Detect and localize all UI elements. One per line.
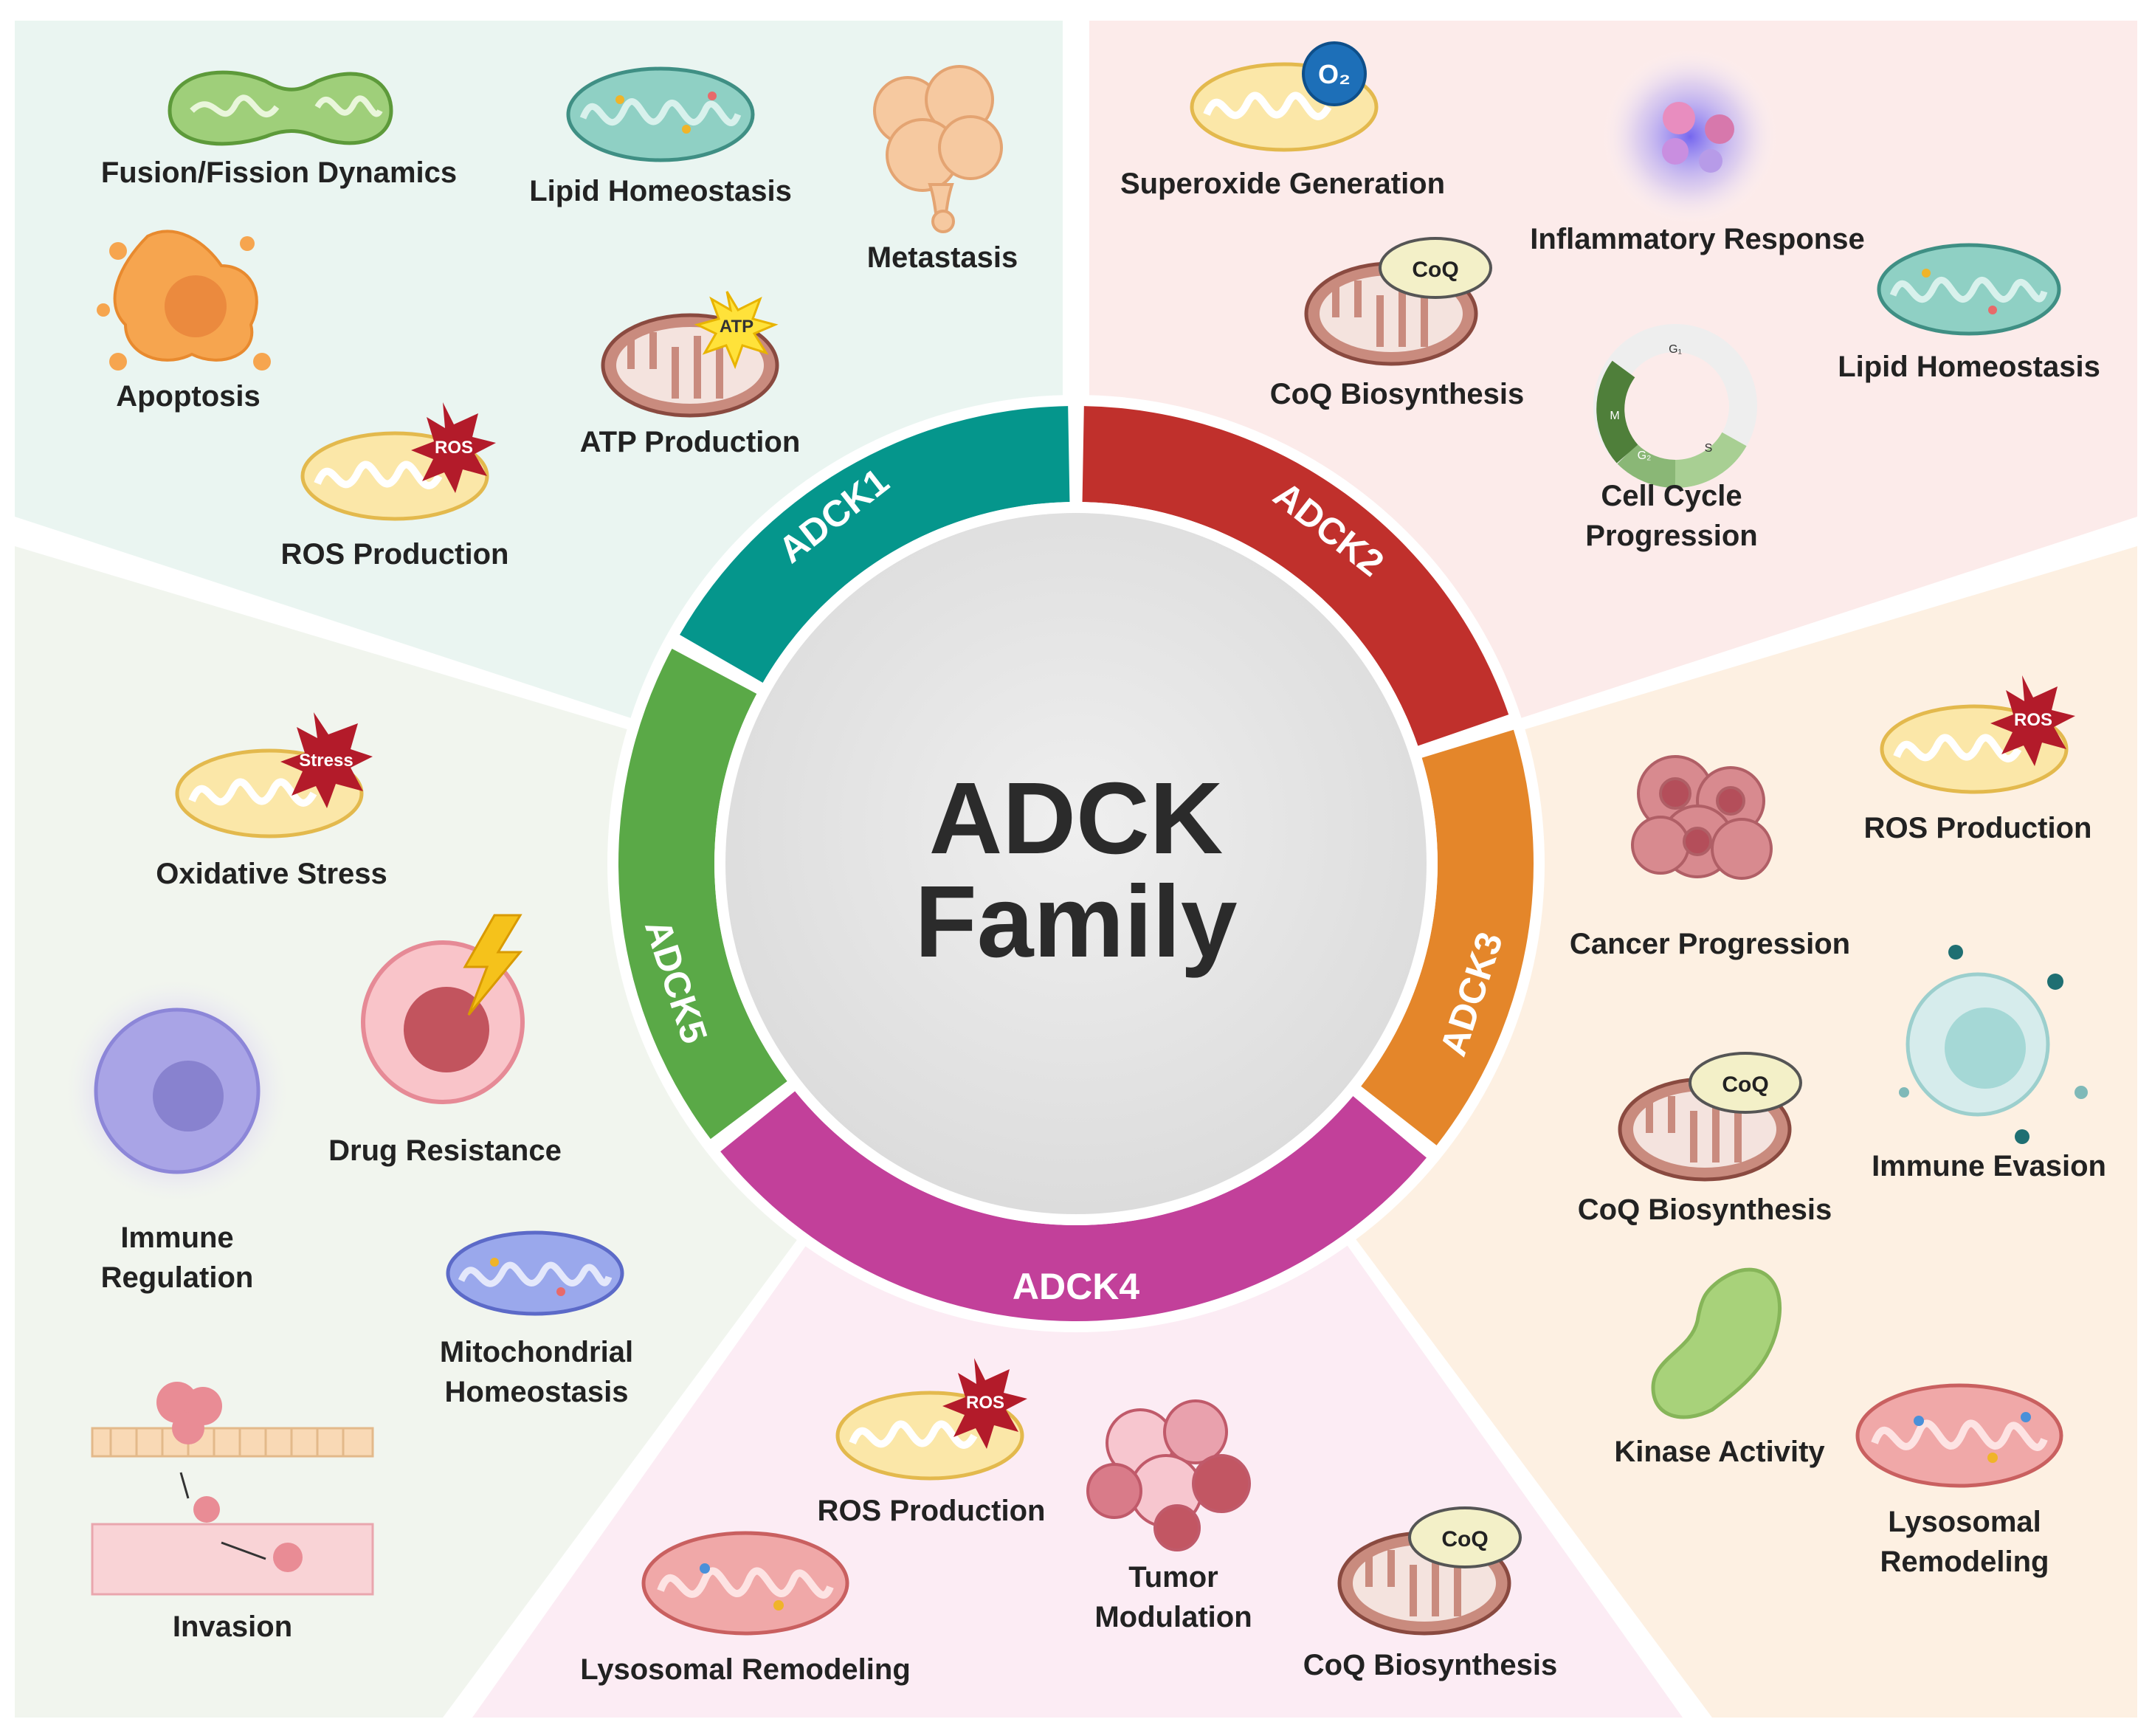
label-atp-production: ATP Production — [579, 426, 801, 458]
fusion-fission-mitochondria-icon — [168, 70, 393, 146]
label-invasion: Invasion — [172, 1611, 293, 1643]
ring-segment-adck4 — [720, 1091, 1427, 1321]
cancer-progression-cell-cluster-icon — [1631, 755, 1773, 880]
label-apoptosis: Apoptosis — [116, 380, 261, 413]
coq-badge-text-adck3: CoQ — [1722, 1072, 1768, 1097]
center-title-line2: Family — [914, 865, 1238, 979]
immune-regulation-cell-icon — [66, 980, 288, 1202]
label-ros-production-adck4: ROS Production — [817, 1495, 1046, 1527]
label-lysosomal-remodeling-adck3-line1: Lysosomal — [1888, 1506, 2041, 1538]
label-lipid-homeostasis-adck2: Lipid Homeostasis — [1838, 351, 2100, 383]
label-cancer-progression: Cancer Progression — [1569, 928, 1851, 960]
apoptosis-cell-icon — [97, 230, 271, 371]
label-oxidative-stress: Oxidative Stress — [156, 858, 387, 890]
atp-production-mitochondria-icon — [601, 291, 779, 418]
ring-segment-adck1 — [680, 406, 1070, 683]
o2-badge-text: O₂ — [1318, 59, 1351, 89]
atp-badge-text: ATP — [720, 317, 753, 337]
label-inflammatory-response: Inflammatory Response — [1530, 223, 1865, 255]
label-tumor-modulation-line2: Modulation — [1094, 1601, 1252, 1633]
label-cell-cycle-line1: Cell Cycle — [1601, 480, 1742, 512]
lysosomal-remodeling-mitochondria-icon-adck3 — [1855, 1383, 2063, 1488]
invasion-tissue-icon — [91, 1382, 374, 1596]
cell-cycle-wheel-icon — [1593, 324, 1757, 488]
label-immune-evasion: Immune Evasion — [1872, 1150, 2106, 1182]
label-lipid-homeostasis-adck1: Lipid Homeostasis — [529, 175, 792, 207]
label-drug-resistance: Drug Resistance — [328, 1134, 562, 1167]
label-kinase-activity: Kinase Activity — [1614, 1436, 1825, 1468]
center-title-line1: ADCK — [928, 762, 1224, 875]
label-coq-biosynthesis-adck4: CoQ Biosynthesis — [1303, 1649, 1558, 1681]
lipid-homeostasis-mitochondria-icon-adck2 — [1877, 243, 2061, 336]
label-metastasis: Metastasis — [866, 241, 1018, 274]
ring-segment-adck5 — [618, 648, 787, 1140]
mitochondrial-homeostasis-mitochondria-icon — [446, 1230, 624, 1316]
lipid-homeostasis-mitochondria-icon — [566, 66, 755, 162]
ring-segment-adck3 — [1361, 729, 1534, 1146]
ros-production-mitochondria-icon-adck3 — [1880, 675, 2075, 794]
immune-evasion-cell-icon — [1899, 945, 2088, 1144]
oxidative-stress-mitochondria-icon — [175, 712, 373, 838]
ros-badge-text-adck1: ROS — [435, 438, 473, 458]
coq-biosynthesis-mitochondria-icon-adck3 — [1618, 1052, 1802, 1182]
ring-segments — [618, 406, 1534, 1321]
label-lysosomal-remodeling-adck3-line2: Remodeling — [1880, 1546, 2049, 1578]
metastasis-cell-cluster-icon — [873, 65, 1003, 233]
stress-badge-text: Stress — [299, 751, 353, 771]
label-superoxide-generation: Superoxide Generation — [1120, 168, 1446, 200]
ros-production-mitochondria-icon-adck4 — [835, 1358, 1027, 1481]
cell-cycle-s-text: S — [1705, 442, 1713, 455]
ros-badge-text-adck3: ROS — [2014, 710, 2052, 730]
ring-segment-adck2 — [1082, 406, 1509, 746]
label-mitochondrial-homeostasis-line2: Homeostasis — [444, 1376, 629, 1408]
coq-badge-text-adck4: CoQ — [1441, 1527, 1488, 1551]
cell-cycle-g1-text: G₁ — [1669, 343, 1682, 356]
cell-cycle-g2-text: G₂ — [1638, 450, 1652, 462]
label-fusion-fission-dynamics: Fusion/Fission Dynamics — [100, 156, 458, 189]
label-mitochondrial-homeostasis-line1: Mitochondrial — [439, 1336, 634, 1368]
coq-badge-text-adck2: CoQ — [1412, 258, 1458, 282]
ring-label-adck4: ADCK4 — [1013, 1266, 1139, 1307]
label-ros-production-adck1: ROS Production — [280, 538, 509, 571]
label-cell-cycle-line2: Progression — [1585, 520, 1758, 552]
label-tumor-modulation-line1: Tumor — [1128, 1561, 1218, 1594]
ros-badge-text-adck4: ROS — [966, 1393, 1004, 1413]
tumor-modulation-cell-cluster-icon — [1086, 1399, 1251, 1551]
superoxide-mitochondria-icon — [1190, 41, 1379, 152]
drug-resistance-cell-icon — [361, 914, 525, 1104]
inflammatory-response-glow-icon — [1601, 48, 1779, 225]
center-disc — [725, 513, 1427, 1214]
label-immune-regulation-line1: Immune — [120, 1222, 234, 1254]
label-coq-biosynthesis-adck3: CoQ Biosynthesis — [1577, 1194, 1832, 1226]
lysosomal-remodeling-mitochondria-icon-adck4 — [641, 1531, 849, 1636]
label-immune-regulation-line2: Regulation — [100, 1261, 254, 1294]
label-coq-biosynthesis-adck2: CoQ Biosynthesis — [1269, 378, 1525, 410]
ros-production-mitochondria-icon-adck1 — [300, 402, 496, 521]
cell-cycle-m-text: M — [1610, 410, 1619, 422]
coq-biosynthesis-mitochondria-icon-adck2 — [1304, 237, 1492, 366]
label-lysosomal-remodeling-adck4: Lysosomal Remodeling — [580, 1653, 911, 1686]
coq-biosynthesis-mitochondria-icon-adck4 — [1337, 1506, 1522, 1636]
kinase-activity-protein-icon — [1651, 1267, 1782, 1419]
label-ros-production-adck3: ROS Production — [1863, 812, 2092, 844]
